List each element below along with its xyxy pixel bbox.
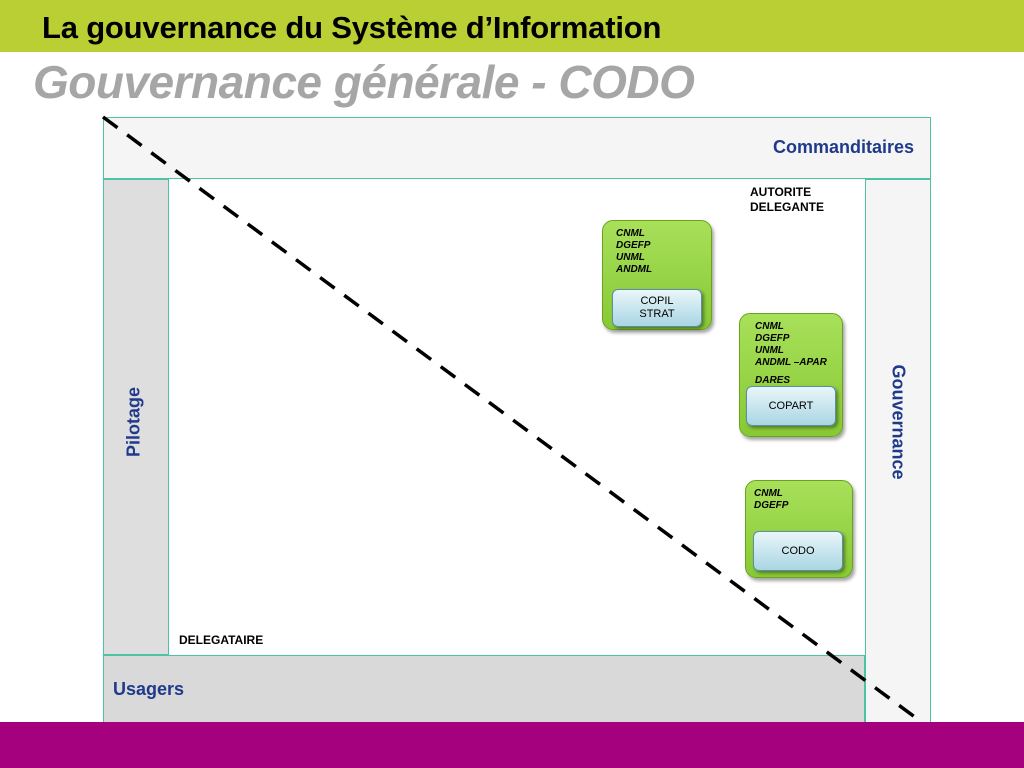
member-item: DGEFP — [755, 333, 790, 344]
commanditaires-label: Commanditaires — [772, 137, 914, 157]
member-item: ANDML — [616, 264, 653, 275]
committee-copil-strat: CNML DGEFP UNML ANDML COPIL STRAT — [602, 220, 712, 330]
member-item: DGEFP — [754, 500, 789, 511]
delegataire-label: DELEGATAIRE — [179, 633, 264, 647]
pilotage-label: Pilotage — [123, 386, 144, 458]
member-item: CNML — [616, 228, 645, 239]
member-item: ANDML –APAR — [755, 357, 827, 368]
gouvernance-label: Gouvernance — [888, 364, 909, 480]
autorite-delegante-label: AUTORITE DELEGANTE — [750, 185, 825, 214]
codo-label: CODO — [781, 544, 815, 557]
copart-button[interactable]: COPART — [746, 386, 836, 426]
member-item: CNML — [754, 488, 783, 499]
slide-subtitle: Gouvernance générale - CODO — [33, 56, 695, 108]
member-item: DGEFP — [616, 240, 651, 251]
copil-strat-label: COPIL STRAT — [639, 295, 675, 320]
footer-bar — [0, 722, 1024, 768]
committee-members: CNML DGEFP — [754, 488, 788, 512]
committee-members: CNML DGEFP UNML ANDML –APAR DARES — [755, 321, 827, 387]
committee-members: CNML DGEFP UNML ANDML — [616, 228, 652, 276]
codo-button[interactable]: CODO — [753, 531, 843, 571]
slide-title: La gouvernance du Système d’Information — [42, 10, 662, 45]
member-item: UNML — [616, 252, 645, 263]
band-usagers — [103, 655, 865, 723]
member-item: UNML — [755, 345, 784, 356]
member-item: CNML — [755, 321, 784, 332]
usagers-label: Usagers — [113, 679, 185, 699]
committee-copart: CNML DGEFP UNML ANDML –APAR DARES COPART — [739, 313, 843, 437]
copil-strat-button[interactable]: COPIL STRAT — [612, 289, 702, 327]
committee-codo: CNML DGEFP CODO — [745, 480, 853, 578]
copart-label: COPART — [768, 399, 814, 412]
header-bar — [0, 0, 1024, 52]
